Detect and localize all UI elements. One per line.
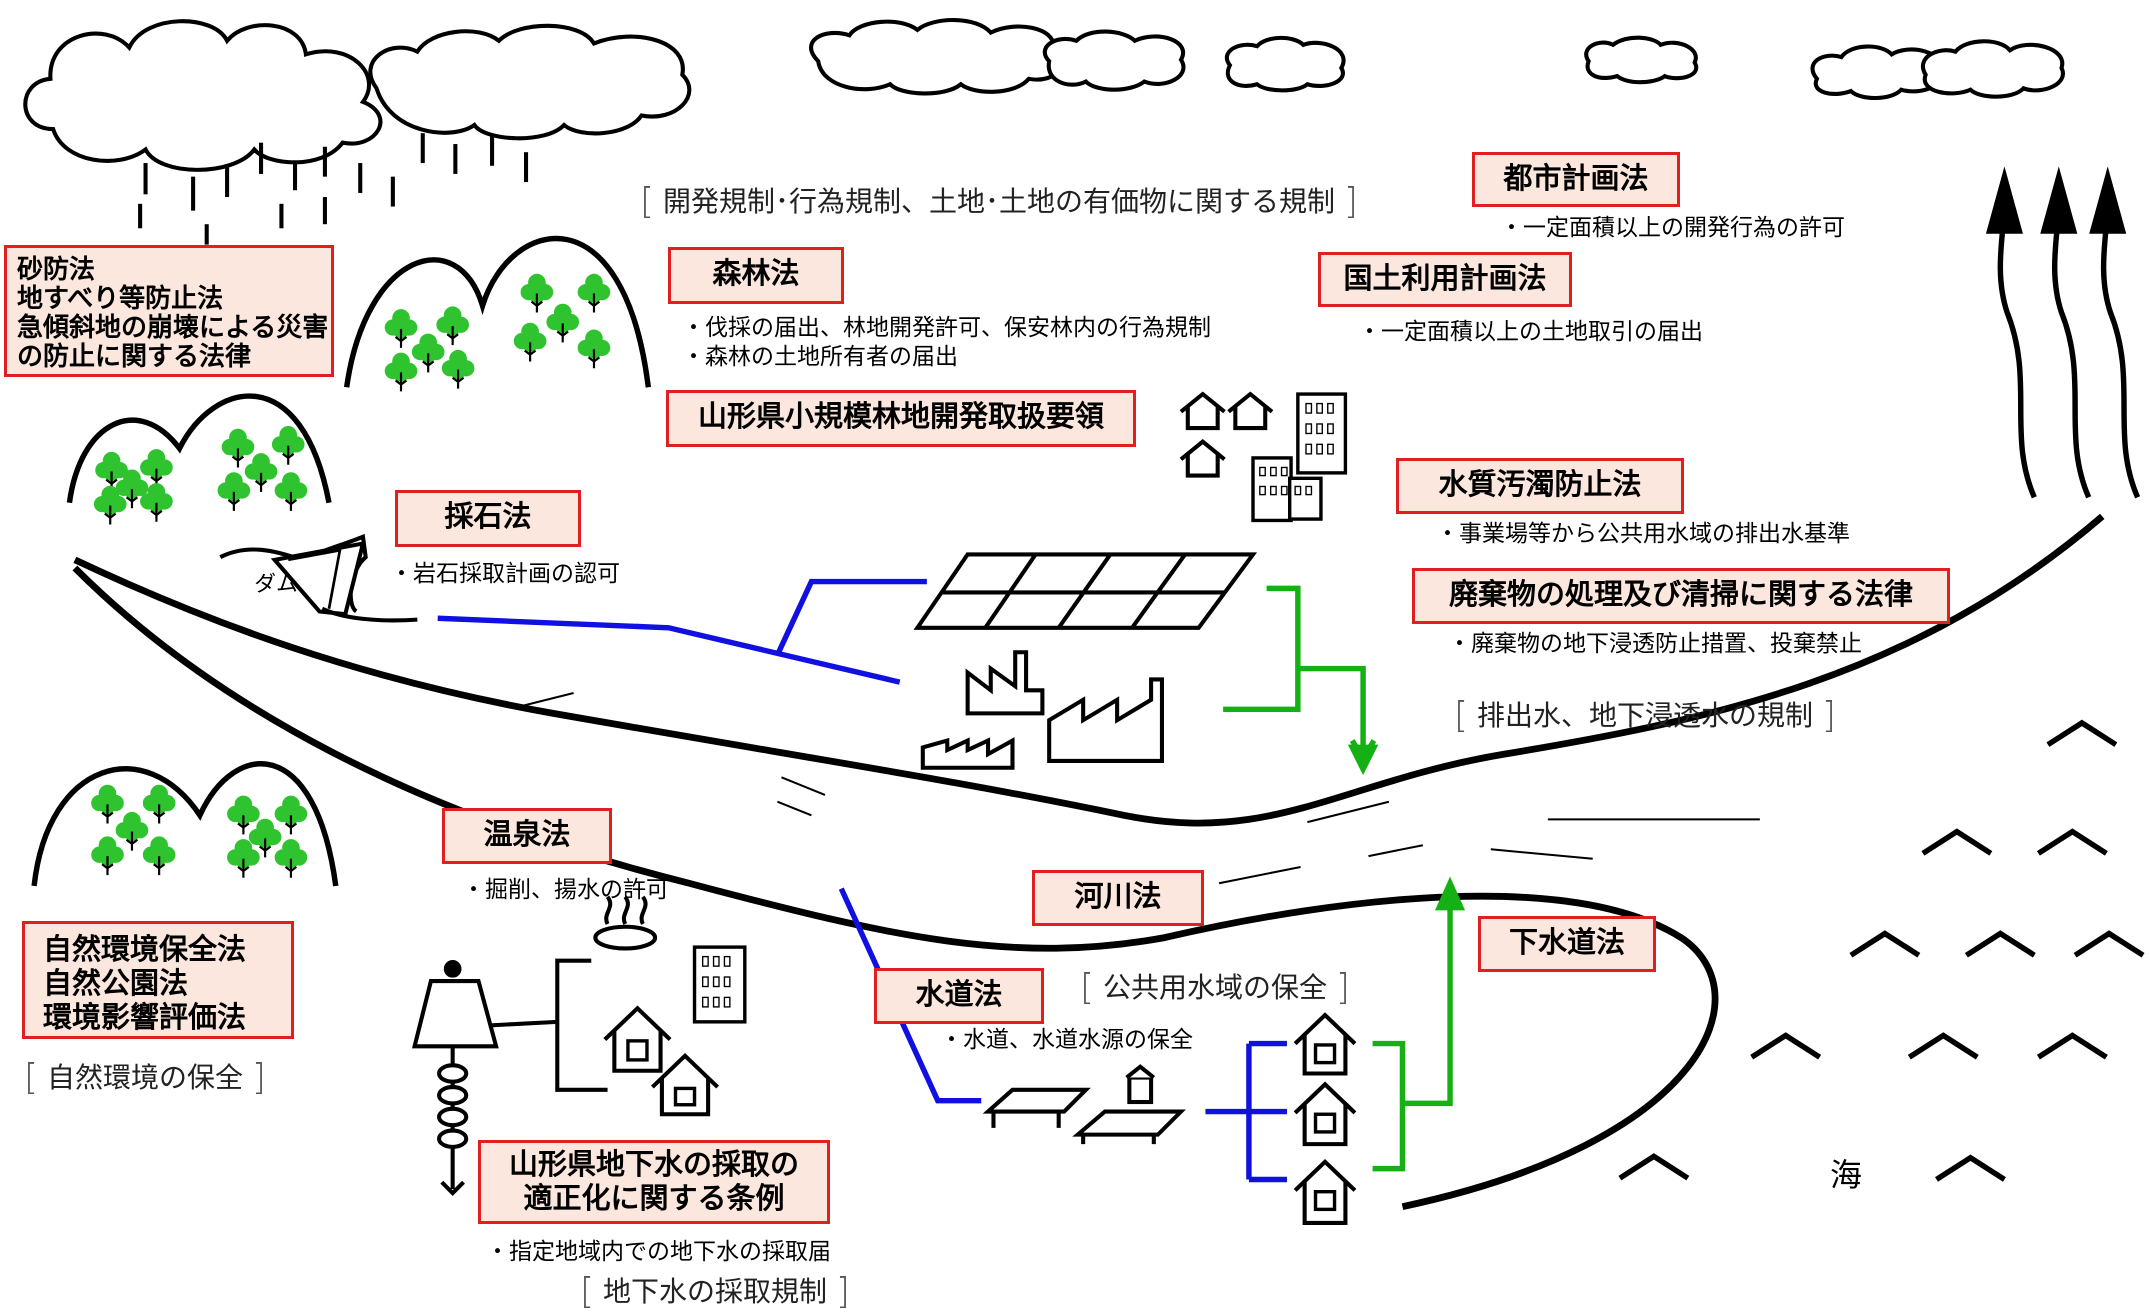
note-hot-spring: ・掘削、揚水の許可	[462, 877, 669, 903]
law-river: 河川法	[1032, 870, 1204, 926]
law-nature-line-2: 自然公園法	[43, 966, 189, 1000]
note-water-pollution: ・事業場等から公共用水域の排出水基準	[1436, 521, 1850, 547]
river-ripples	[518, 692, 1760, 885]
well-icon	[411, 960, 499, 1196]
field-icon	[913, 552, 1258, 630]
sea-label: 海	[1830, 1156, 1863, 1194]
building-windows	[701, 402, 1334, 1008]
dam-label: ダム	[254, 572, 297, 597]
bracket-close: ]	[1821, 695, 1836, 736]
law-nature-line-3: 環境影響評価法	[43, 1000, 247, 1034]
bracket-open: [	[1080, 967, 1095, 1008]
house-windows	[626, 1039, 1337, 1212]
law-yamagata-forest: 山形県小規模林地開発取扱要領	[666, 390, 1136, 447]
law-sewerage: 下水道法	[1478, 916, 1656, 972]
hot-spring-icon	[479, 895, 658, 1092]
river-banks	[72, 513, 2105, 1210]
category-development: [ 開発規制･行為規制、土地･土地の有価物に関する規制 ]	[640, 180, 1358, 222]
bracket-open: [	[580, 1271, 595, 1312]
law-waterworks: 水道法	[874, 968, 1044, 1024]
law-water-pollution: 水質汚濁防止法	[1396, 458, 1684, 514]
law-sabo-line-4: の防止に関する法律	[17, 342, 252, 372]
law-groundwater: 山形県地下水の採取の 適正化に関する条例	[478, 1140, 830, 1224]
cloud-icon	[23, 18, 2065, 172]
bracket-close: ]	[1343, 181, 1358, 222]
category-public-water-text: 公共用水域の保全	[1102, 971, 1327, 1004]
rising-air-arrow-icon	[1985, 166, 2141, 499]
note-quarry: ・岩石採取計画の認可	[390, 561, 620, 587]
wave-icon	[1618, 719, 2145, 1182]
bracket-close: ]	[835, 1271, 850, 1312]
bracket-open: [	[24, 1057, 39, 1098]
bracket-open: [	[640, 181, 655, 222]
bracket-open: [	[1454, 695, 1469, 736]
category-nature: [ 自然環境の保全 ]	[24, 1056, 266, 1098]
factory-icon	[920, 650, 1165, 770]
law-sabo: 砂防法 地すべり等防止法 急傾斜地の崩壊による災害 の防止に関する法律	[4, 245, 334, 377]
law-hot-spring: 温泉法	[442, 808, 612, 864]
law-groundwater-line-1: 山形県地下水の採取の	[508, 1147, 799, 1181]
note-land-use: ・一定面積以上の土地取引の届出	[1358, 319, 1703, 345]
note-forest-line-2: ・森林の土地所有者の届出	[682, 344, 958, 370]
law-nature-line-1: 自然環境保全法	[43, 932, 247, 966]
law-sabo-line-1: 砂防法	[17, 255, 96, 285]
law-forest: 森林法	[668, 247, 844, 304]
bracket-close: ]	[251, 1057, 266, 1098]
mountain-icon	[31, 235, 652, 887]
dam-icon: ダム	[219, 533, 418, 623]
note-waste: ・廃棄物の地下浸透防止措置、投棄禁止	[1448, 631, 1862, 657]
law-waste: 廃棄物の処理及び清掃に関する法律	[1412, 568, 1950, 624]
note-city-planning: ・一定面積以上の開発行為の許可	[1500, 215, 1845, 241]
category-nature-text: 自然環境の保全	[46, 1061, 243, 1094]
note-forest-line-1: ・伐採の届出、林地開発許可、保安林内の行為規制	[682, 315, 1211, 341]
category-discharge-text: 排出水、地下浸透水の規制	[1476, 699, 1813, 732]
note-groundwater: ・指定地域内での地下水の採取届	[486, 1239, 831, 1265]
intake-lines	[437, 578, 1287, 1183]
discharge-lines	[1223, 585, 1466, 1172]
category-development-text: 開発規制･行為規制、土地･土地の有価物に関する規制	[662, 185, 1335, 218]
law-sabo-line-3: 急傾斜地の崩壊による災害	[17, 313, 329, 343]
category-groundwater-text: 地下水の採取規制	[602, 1275, 827, 1308]
law-city-planning: 都市計画法	[1472, 152, 1680, 207]
law-land-use: 国土利用計画法	[1318, 252, 1572, 307]
law-quarry: 採石法	[395, 490, 581, 547]
bracket-close: ]	[1335, 967, 1350, 1008]
water-plant-icon	[982, 1064, 1186, 1145]
law-sabo-line-2: 地すべり等防止法	[17, 284, 224, 314]
law-nature: 自然環境保全法 自然公園法 環境影響評価法	[22, 921, 294, 1039]
law-groundwater-line-2: 適正化に関する条例	[523, 1181, 785, 1215]
category-discharge: [ 排出水、地下浸透水の規制 ]	[1454, 694, 1836, 736]
rain-icon	[138, 133, 529, 245]
note-forest: ・伐採の届出、林地開発許可、保安林内の行為規制 ・森林の土地所有者の届出	[682, 314, 1211, 372]
category-public-water: [ 公共用水域の保全 ]	[1080, 966, 1350, 1008]
category-groundwater: [ 地下水の採取規制 ]	[580, 1270, 850, 1312]
note-waterworks: ・水道、水道水源の保全	[940, 1027, 1193, 1053]
